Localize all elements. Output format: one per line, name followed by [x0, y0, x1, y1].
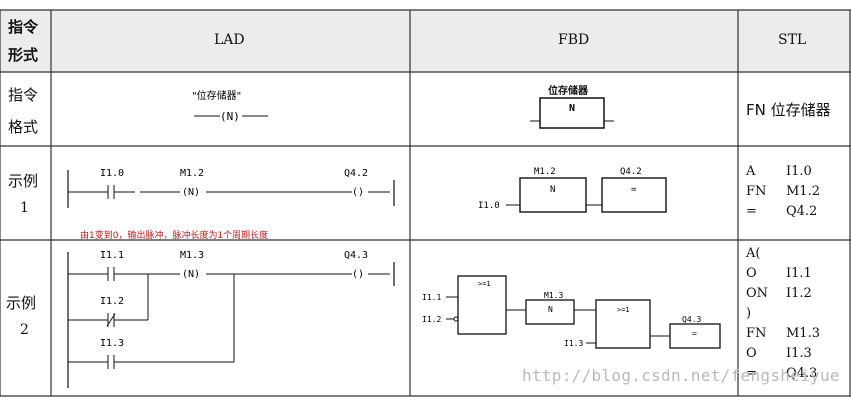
- stl-ex1-op-0: A: [746, 164, 756, 179]
- lad-ex2-mem-coil: (N): [182, 269, 200, 280]
- lad-ex2-out: Q4.3: [344, 250, 368, 261]
- lad-format-coil-label: (N): [220, 110, 240, 123]
- fbd-ex1-mem: M1.2: [534, 167, 556, 177]
- stl-ex2-arg-1: I1.1: [786, 266, 812, 281]
- row-label-header-1: 指令: [8, 18, 39, 36]
- row-label-example2-2: 2: [20, 322, 29, 338]
- lad-format-coil: "位存储器" (N): [192, 89, 268, 123]
- lad-ex2-mem: M1.3: [180, 250, 204, 261]
- fbd-format-box: N: [530, 97, 614, 129]
- lad-format-name: "位存储器": [192, 89, 241, 102]
- stl-ex2-op-2: ON: [746, 286, 769, 301]
- fbd-format-name: 位存储器: [548, 86, 588, 97]
- stl-ex2-op-0: A(: [746, 246, 761, 261]
- fbd-ex2-mem: M1.3: [544, 291, 563, 300]
- lad-ex2-c2: I1.2: [100, 296, 124, 307]
- fbd-example1: I1.0 N M1.2 = Q4.2: [478, 167, 667, 213]
- stl-ex1-arg-0: I1.0: [786, 164, 812, 179]
- header-fbd: FBD: [558, 32, 590, 48]
- row-label-example1-2: 1: [20, 200, 29, 216]
- stl-ex1-op-1: FN: [746, 184, 767, 199]
- lad-ex1-mem: M1.2: [180, 168, 204, 179]
- stl-ex2-op-4: FN: [746, 326, 767, 341]
- fbd-format-box-label: N: [569, 103, 575, 114]
- row-label-header-2: 形式: [8, 46, 39, 64]
- example1-note: 由1变到0，输出脉冲，脉冲长度为1个周期长度: [80, 231, 269, 241]
- lad-ex1-contact: I1.0: [100, 168, 124, 179]
- header-stl: STL: [778, 32, 807, 48]
- fbd-ex2-or2: >=1: [617, 306, 630, 314]
- lad-example1: I1.0 M1.2 (N) Q4.2 (): [67, 168, 395, 208]
- fbd-ex2-box-eq: =: [692, 329, 697, 338]
- fbd-example2: I1.1 I1.2 >=1 M1.3 N >=1 I1.3 Q4.3 =: [422, 275, 721, 349]
- stl-ex2-arg-6: Q4.3: [786, 366, 818, 381]
- lad-ex1-mem-coil: (N): [182, 187, 200, 198]
- lad-ex2-c3: I1.3: [100, 338, 124, 349]
- lad-ex2-c1: I1.1: [100, 250, 124, 261]
- header-row-bg: [0, 10, 851, 72]
- stl-ex2-op-3: ): [746, 306, 752, 321]
- row-label-format-2: 格式: [8, 118, 39, 136]
- fbd-ex1-box-eq: =: [631, 185, 637, 195]
- lad-ex2-out-coil: (): [352, 269, 364, 280]
- stl-ex1-arg-2: Q4.2: [786, 204, 818, 219]
- fbd-ex2-box-n: N: [548, 305, 553, 314]
- header-lad: LAD: [214, 32, 245, 48]
- stl-ex1-arg-1: M1.2: [786, 184, 820, 199]
- stl-ex2-arg-2: I1.2: [786, 286, 812, 301]
- lad-example2: I1.1 M1.3 (N) Q4.3 () I1.2 I1.3: [67, 250, 395, 388]
- watermark-url: http://blog.csdn.net/fengsheiyue: [522, 366, 840, 385]
- stl-ex1-op-2: =: [746, 204, 757, 219]
- stl-ex2-arg-5: I1.3: [786, 346, 812, 361]
- fbd-ex2-in2: I1.2: [422, 315, 441, 324]
- row-label-format-1: 指令: [8, 86, 39, 104]
- lad-ex1-out: Q4.2: [344, 168, 368, 179]
- stl-ex2-op-1: O: [746, 266, 757, 281]
- lad-ex1-out-coil: (): [352, 187, 364, 198]
- fbd-ex2-in3: I1.3: [564, 339, 583, 348]
- stl-ex2-op-5: O: [746, 346, 757, 361]
- stl-format: FN 位存储器: [746, 101, 831, 119]
- fbd-ex2-or1: >=1: [478, 280, 491, 288]
- fbd-ex2-out: Q4.3: [682, 315, 701, 324]
- row-label-example1-1: 示例: [8, 172, 39, 190]
- fbd-ex1-box-n: N: [550, 185, 555, 195]
- row-label-example2-1: 示例: [6, 294, 37, 312]
- fbd-ex1-out: Q4.2: [620, 167, 642, 177]
- stl-ex2-arg-4: M1.3: [786, 326, 820, 341]
- stl-ex2-op-6: =: [746, 366, 757, 381]
- fbd-ex1-input: I1.0: [478, 201, 500, 211]
- fbd-ex2-in1: I1.1: [422, 293, 441, 302]
